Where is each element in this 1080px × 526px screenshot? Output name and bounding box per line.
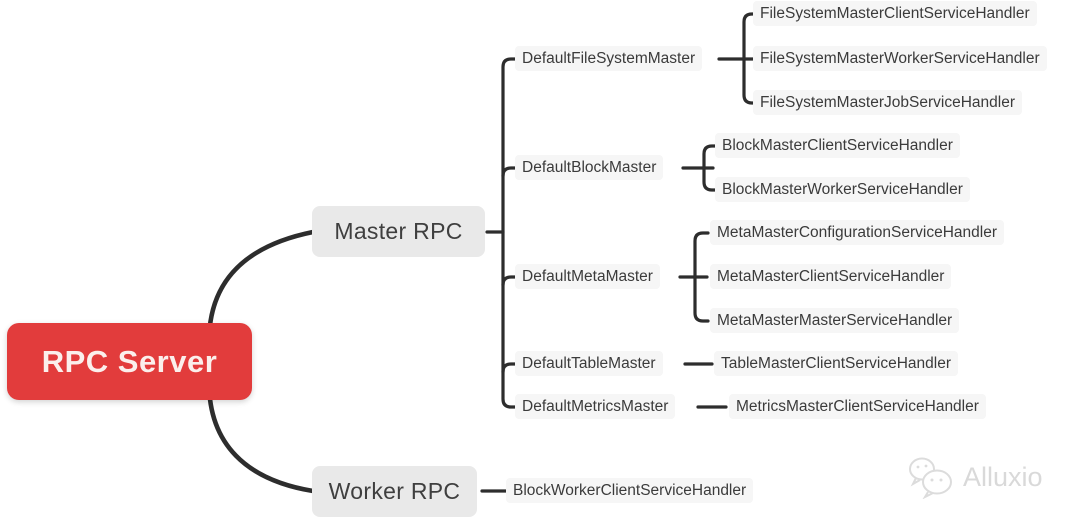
handler-block-worker: BlockMasterWorkerServiceHandler (715, 177, 970, 202)
curve-root-to-worker (206, 379, 316, 494)
bracket-master-trunk (501, 57, 518, 409)
handler-table-client: TableMasterClientServiceHandler (714, 351, 959, 376)
handler-meta-master: MetaMasterMasterServiceHandler (710, 308, 960, 333)
handler-block-worker-client: BlockWorkerClientServiceHandler (506, 478, 754, 503)
root-node-rpc-server: RPC Server (7, 323, 252, 400)
hook-metamaster (501, 275, 519, 287)
handler-meta-configuration: MetaMasterConfigurationServiceHandler (710, 220, 1004, 245)
handler-block-client: BlockMasterClientServiceHandler (715, 133, 960, 158)
handler-metrics-client: MetricsMasterClientServiceHandler (729, 394, 986, 419)
branch-node-worker-rpc: Worker RPC (312, 466, 477, 517)
handler-fs-client: FileSystemMasterClientServiceHandler (753, 1, 1037, 26)
module-default-block-master: DefaultBlockMaster (515, 155, 664, 180)
hook-blockmaster (501, 166, 519, 178)
wechat-logo-icon (909, 457, 952, 499)
branch-node-master-rpc: Master RPC (312, 206, 485, 257)
handler-fs-worker: FileSystemMasterWorkerServiceHandler (753, 46, 1047, 71)
curve-root-to-master (206, 229, 316, 345)
bracket-blockmaster (702, 144, 717, 192)
watermark-text: Alluxio (963, 461, 1043, 492)
hook-tablemaster (501, 362, 519, 374)
module-default-table-master: DefaultTableMaster (515, 351, 663, 376)
bracket-metamaster (693, 231, 710, 323)
module-default-meta-master: DefaultMetaMaster (515, 264, 660, 289)
watermark: Alluxio (906, 455, 1043, 499)
handler-fs-job: FileSystemMasterJobServiceHandler (753, 90, 1022, 115)
handler-meta-client: MetaMasterClientServiceHandler (710, 264, 952, 289)
bracket-filesystemmaster (742, 12, 758, 105)
module-default-filesystem-master: DefaultFileSystemMaster (515, 46, 703, 71)
module-default-metrics-master: DefaultMetricsMaster (515, 394, 676, 419)
